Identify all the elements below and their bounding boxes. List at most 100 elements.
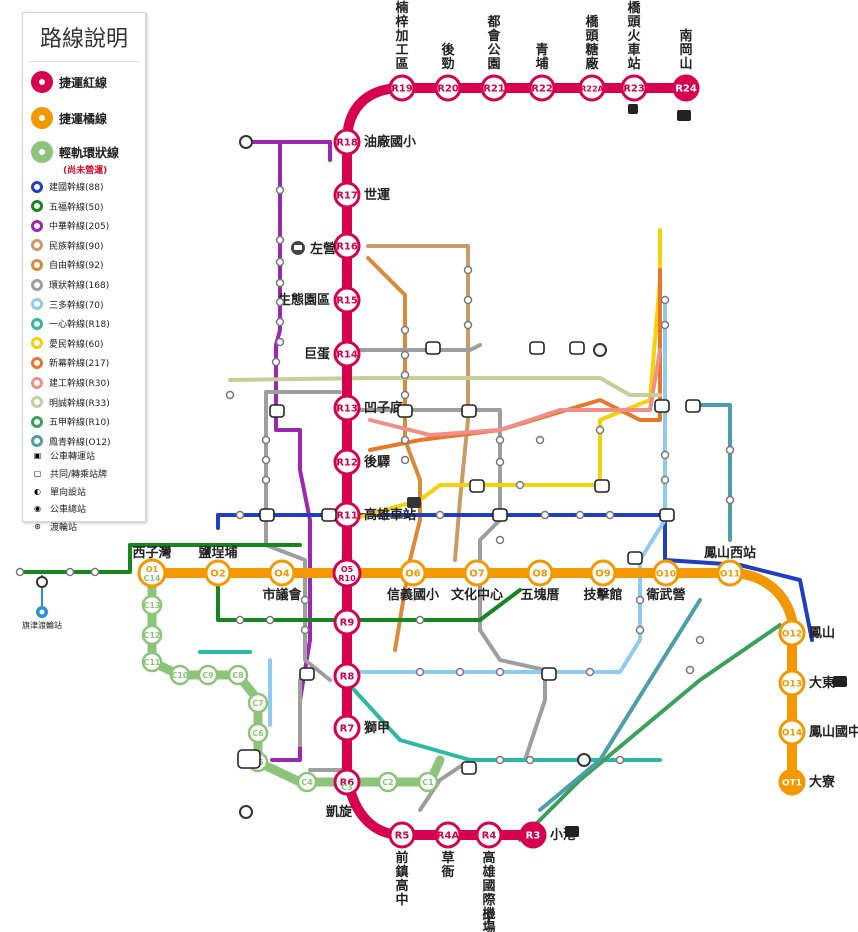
station-marker[interactable] — [247, 722, 269, 744]
station-marker[interactable] — [417, 771, 439, 793]
lightrail-station-c2[interactable]: C2 — [377, 771, 399, 793]
station-marker[interactable] — [141, 651, 163, 673]
red-station-r14[interactable]: R14 — [333, 340, 361, 368]
transfer-marker[interactable] — [332, 558, 362, 588]
station-marker[interactable] — [672, 74, 700, 102]
red-station-r16[interactable]: R16 — [333, 232, 361, 260]
red-station-r22a[interactable]: R22A — [578, 74, 606, 102]
station-marker[interactable] — [377, 771, 399, 793]
station-name-char: 際 — [482, 892, 496, 908]
station-marker[interactable] — [169, 664, 191, 686]
red-station-r3[interactable]: R3 — [519, 821, 547, 849]
station-name-label: 鳳山國中 — [809, 724, 858, 740]
lightrail-station-c8[interactable]: C8 — [227, 664, 249, 686]
lightrail-station-c7[interactable]: C7 — [247, 692, 269, 714]
lightrail-station-c10[interactable]: C10 — [169, 664, 191, 686]
station-marker[interactable] — [333, 340, 361, 368]
lightrail-station-c1[interactable]: C1 — [417, 771, 439, 793]
station-marker[interactable] — [778, 768, 806, 796]
station-marker[interactable] — [333, 448, 361, 476]
orange-station-o2[interactable]: O2 — [204, 559, 232, 587]
red-station-r22[interactable]: R22 — [528, 74, 556, 102]
station-marker[interactable] — [141, 624, 163, 646]
station-name-char: 場 — [482, 920, 495, 932]
station-marker[interactable] — [589, 559, 617, 587]
station-marker[interactable] — [652, 559, 680, 587]
station-marker[interactable] — [333, 128, 361, 156]
lightrail-station-c12[interactable]: C12 — [141, 624, 163, 646]
station-marker[interactable] — [528, 74, 556, 102]
orange-station-o6[interactable]: O6 — [399, 559, 427, 587]
station-marker[interactable] — [519, 821, 547, 849]
station-marker[interactable] — [227, 664, 249, 686]
station-marker[interactable] — [620, 74, 648, 102]
lightrail-station-c13[interactable]: C13 — [141, 594, 163, 616]
red-station-r11[interactable]: R11 — [333, 501, 361, 529]
lightrail-station-c4[interactable]: C4 — [296, 771, 318, 793]
station-marker[interactable] — [716, 559, 744, 587]
lightrail-station-c11[interactable]: C11 — [141, 651, 163, 673]
station-marker[interactable] — [333, 768, 361, 796]
station-marker[interactable] — [526, 559, 554, 587]
red-station-r13[interactable]: R13 — [333, 394, 361, 422]
orange-station-o9[interactable]: O9 — [589, 559, 617, 587]
red-station-r4[interactable]: R4 — [475, 821, 503, 849]
station-marker[interactable] — [434, 74, 462, 102]
red-station-r5[interactable]: R5 — [388, 821, 416, 849]
red-station-r6[interactable]: R6 — [333, 768, 361, 796]
station-marker[interactable] — [333, 394, 361, 422]
red-station-r19[interactable]: R19 — [388, 74, 416, 102]
legend-route-label: 明誠幹線(R33) — [49, 398, 110, 409]
station-marker[interactable] — [204, 559, 232, 587]
orange-station-o11[interactable]: O11 — [716, 559, 744, 587]
orange-station-o10[interactable]: O10 — [652, 559, 680, 587]
red-station-r8[interactable]: R8 — [333, 662, 361, 690]
station-marker[interactable] — [388, 74, 416, 102]
orange-station-o13[interactable]: O13 — [778, 669, 806, 697]
station-marker[interactable] — [578, 74, 606, 102]
station-marker[interactable] — [247, 692, 269, 714]
station-marker[interactable] — [778, 669, 806, 697]
lightrail-station-c9[interactable]: C9 — [197, 664, 219, 686]
orange-station-o7[interactable]: O7 — [463, 559, 491, 587]
station-marker[interactable] — [333, 286, 361, 314]
station-marker[interactable] — [333, 608, 361, 636]
station-marker[interactable] — [434, 821, 462, 849]
legend-route-label: 一心幹線(R18) — [49, 320, 110, 331]
station-marker[interactable] — [388, 821, 416, 849]
transfer-marker[interactable] — [137, 558, 167, 588]
station-marker[interactable] — [268, 559, 296, 587]
orange-station-o14[interactable]: O14 — [778, 718, 806, 746]
station-marker[interactable] — [333, 714, 361, 742]
station-marker[interactable] — [778, 619, 806, 647]
lightrail-station-c6[interactable]: C6 — [247, 722, 269, 744]
station-marker[interactable] — [333, 662, 361, 690]
station-marker[interactable] — [333, 232, 361, 260]
red-station-r15[interactable]: R15 — [333, 286, 361, 314]
orange-station-ot1[interactable]: OT1 — [778, 768, 806, 796]
orange-station-o8[interactable]: O8 — [526, 559, 554, 587]
red-station-r20[interactable]: R20 — [434, 74, 462, 102]
station-marker[interactable] — [141, 594, 163, 616]
red-station-r4a[interactable]: R4A — [434, 821, 462, 849]
red-station-r9[interactable]: R9 — [333, 608, 361, 636]
station-marker[interactable] — [197, 664, 219, 686]
station-marker[interactable] — [463, 559, 491, 587]
orange-station-o12[interactable]: O12 — [778, 619, 806, 647]
red-station-r7[interactable]: R7 — [333, 714, 361, 742]
red-station-r17[interactable]: R17 — [333, 181, 361, 209]
station-marker[interactable] — [399, 559, 427, 587]
red-station-r23[interactable]: R23 — [620, 74, 648, 102]
station-marker[interactable] — [333, 181, 361, 209]
red-station-r21[interactable]: R21 — [480, 74, 508, 102]
red-station-r24[interactable]: R24 — [672, 74, 700, 102]
station-marker[interactable] — [296, 771, 318, 793]
red-station-r12[interactable]: R12 — [333, 448, 361, 476]
red-station-r18[interactable]: R18 — [333, 128, 361, 156]
station-marker[interactable] — [475, 821, 503, 849]
orange-station-o4[interactable]: O4 — [268, 559, 296, 587]
station-marker[interactable] — [480, 74, 508, 102]
station-marker[interactable] — [778, 718, 806, 746]
